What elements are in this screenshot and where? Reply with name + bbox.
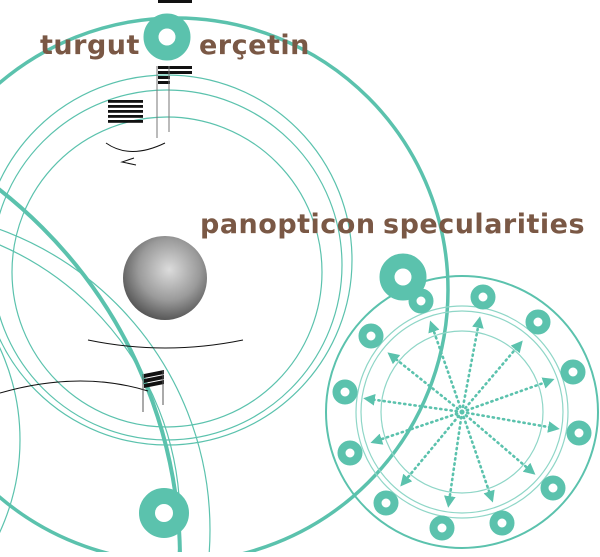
panopticon-photo: [123, 236, 207, 320]
title-word-specularities: specularities: [383, 209, 586, 240]
author-last-name: erçetin: [199, 30, 310, 61]
title-word-panopticon: panopticon: [200, 209, 376, 240]
panopticon-diagram: [325, 275, 599, 549]
arrow-icon: [142, 370, 164, 412]
teal-ring-icon: [139, 13, 427, 538]
author-first-name: turgut: [40, 30, 140, 61]
stacked-bars-icon: [108, 0, 192, 123]
line-strokes: [0, 66, 244, 394]
